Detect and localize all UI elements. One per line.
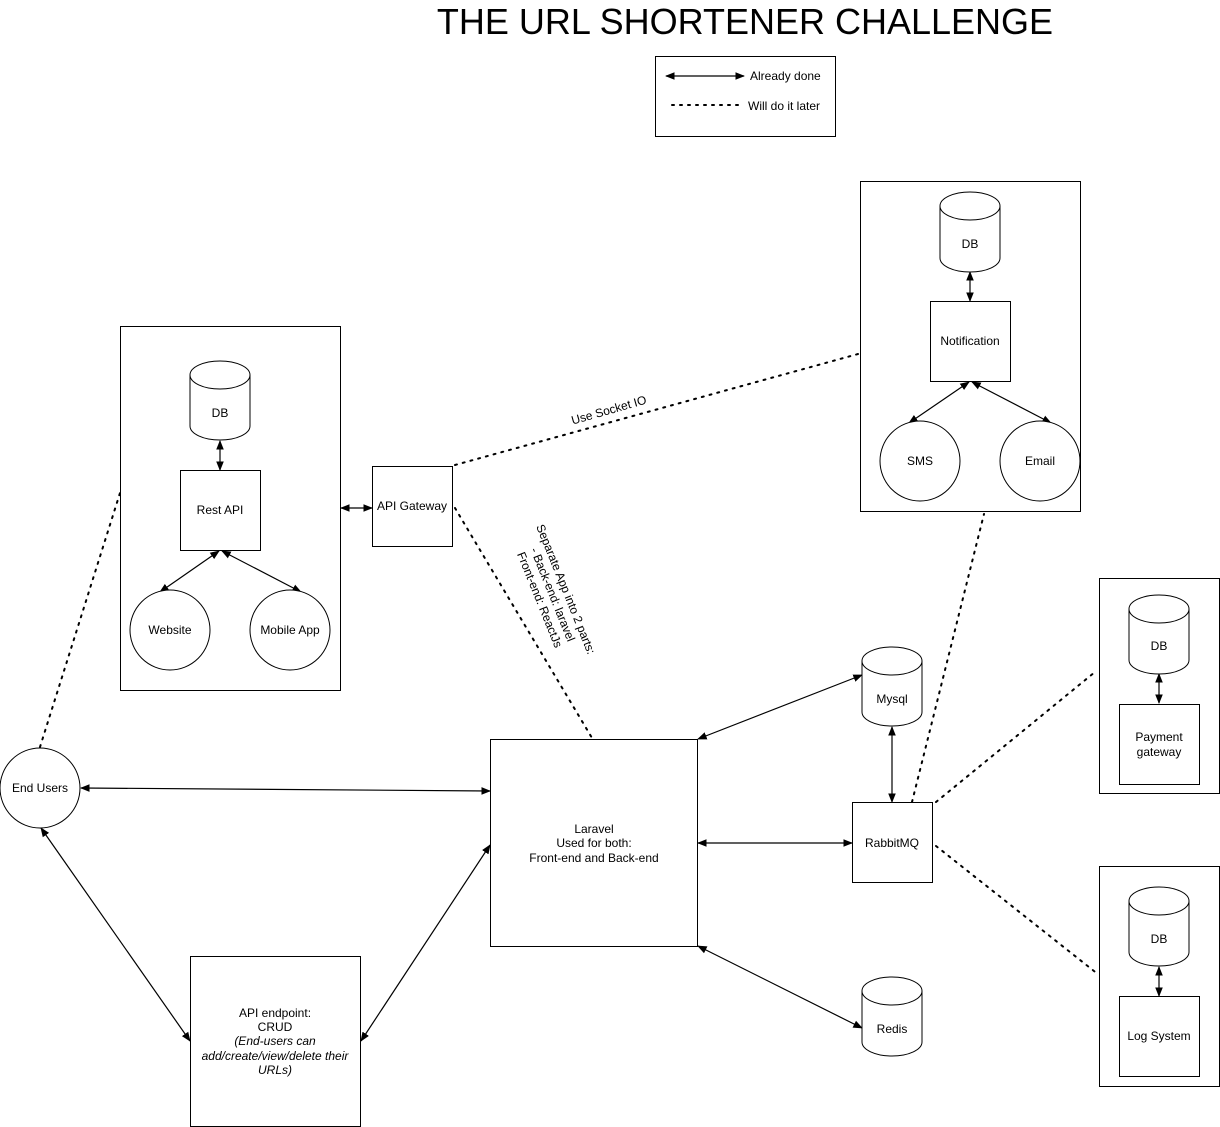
rest-api-box bbox=[180, 470, 261, 551]
mobile-app-circle bbox=[249, 589, 331, 671]
restapi-mobile-arrow bbox=[221, 550, 302, 593]
api-endpoint-line-3: (End-users can bbox=[234, 1034, 316, 1048]
payment-gateway-line-1: Payment bbox=[1135, 730, 1183, 744]
sms-circle bbox=[879, 420, 961, 502]
gateway-laravel-dotted bbox=[454, 507, 593, 739]
rest-api-label: Rest API bbox=[197, 503, 244, 517]
api-endpoint-line-4: add/create/view/delete their bbox=[202, 1049, 350, 1063]
endusers-laravel-arrow bbox=[80, 784, 491, 795]
endpoint-laravel-arrow bbox=[360, 844, 491, 1042]
website-circle bbox=[129, 589, 211, 671]
log-system-label: Log System bbox=[1127, 1029, 1190, 1043]
legend: Already done Will do it later bbox=[655, 56, 836, 137]
notification-sms-arrow bbox=[908, 381, 970, 424]
endusers-group-dotted bbox=[39, 492, 121, 748]
payment-gateway-line-2: gateway bbox=[1137, 745, 1182, 759]
end-users-circle bbox=[0, 747, 81, 829]
rabbitmq-box bbox=[852, 802, 933, 883]
notification-email-arrow bbox=[971, 381, 1052, 424]
db-notification-cylinder: DB bbox=[939, 191, 1001, 273]
rabbitmq-log-dotted bbox=[935, 845, 1100, 976]
redis-cylinder: Redis bbox=[861, 976, 923, 1057]
diagram-title: THE URL SHORTENER CHALLENGE bbox=[437, 1, 1053, 42]
email-circle bbox=[999, 420, 1081, 502]
notification-label: Notification bbox=[940, 334, 999, 348]
laravel-redis-arrow bbox=[697, 945, 863, 1029]
db-left-label: DB bbox=[212, 406, 229, 420]
laravel-line-1: Laravel bbox=[574, 822, 613, 836]
db-notification-label: DB bbox=[962, 237, 979, 251]
separate-app-label: Separate App into 2 parts: - Back-end: l… bbox=[514, 522, 598, 656]
payment-gateway-box bbox=[1119, 704, 1200, 785]
laravel-box bbox=[490, 739, 698, 947]
legend-done-label: Already done bbox=[750, 69, 821, 83]
db-left-cylinder: DB bbox=[189, 360, 251, 441]
laravel-line-3: Front-end and Back-end bbox=[529, 851, 658, 865]
api-gateway-label: API Gateway bbox=[377, 499, 447, 513]
gateway-notification-dotted bbox=[454, 353, 859, 466]
api-endpoint-line-2: CRUD bbox=[258, 1020, 293, 1034]
laravel-mysql-arrow bbox=[697, 674, 863, 740]
api-gateway-box bbox=[372, 466, 453, 547]
db-log-cylinder: DB bbox=[1128, 886, 1190, 967]
rabbitmq-notification-dotted bbox=[911, 513, 985, 803]
rabbitmq-payment-dotted bbox=[935, 671, 1096, 803]
db-log-label: DB bbox=[1151, 932, 1168, 946]
sms-label: SMS bbox=[907, 454, 933, 468]
connectors bbox=[39, 271, 1163, 1042]
legend-later-label: Will do it later bbox=[748, 99, 820, 113]
endusers-endpoint-arrow bbox=[40, 827, 191, 1042]
redis-label: Redis bbox=[877, 1022, 908, 1036]
legend-box bbox=[655, 56, 836, 137]
website-label: Website bbox=[148, 623, 191, 637]
mysql-cylinder: Mysql bbox=[861, 646, 923, 727]
laravel-line-2: Used for both: bbox=[556, 836, 631, 850]
end-users-label: End Users bbox=[12, 781, 68, 795]
rabbitmq-label: RabbitMQ bbox=[865, 836, 919, 850]
notification-box bbox=[930, 301, 1011, 382]
api-endpoint-line-1: API endpoint: bbox=[239, 1006, 311, 1020]
db-payment-cylinder: DB bbox=[1128, 594, 1190, 675]
db-payment-label: DB bbox=[1151, 639, 1168, 653]
restapi-website-arrow bbox=[159, 550, 220, 593]
log-system-box bbox=[1119, 996, 1200, 1077]
api-endpoint-line-5: URLs) bbox=[258, 1063, 292, 1077]
mobile-app-label: Mobile App bbox=[260, 623, 320, 637]
mysql-label: Mysql bbox=[876, 692, 907, 706]
email-label: Email bbox=[1025, 454, 1055, 468]
